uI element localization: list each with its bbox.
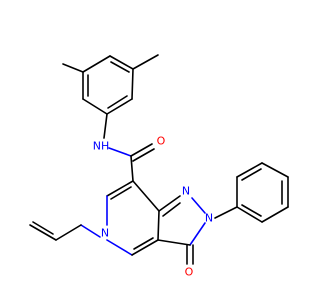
label-pyrazole-n1: N bbox=[182, 185, 190, 198]
bond-pyr-d2 bbox=[133, 237, 154, 250]
bond-methyl-right bbox=[132, 54, 159, 70]
bond-carbonyl-o-b bbox=[132, 148, 155, 162]
bond-pyr-a bbox=[106, 180, 134, 197]
label-amide-o: O bbox=[157, 135, 166, 148]
bond-allyl-b2 bbox=[32, 221, 54, 235]
bond-ring1-b bbox=[109, 55, 134, 70]
bond-ring1-b2 bbox=[110, 61, 130, 73]
bond-ring1-d bbox=[106, 98, 133, 115]
bond-pz-d bbox=[157, 239, 191, 246]
bond-pz-c bbox=[189, 222, 206, 246]
bond-ring1-c bbox=[131, 68, 134, 100]
bond-ph-f bbox=[236, 206, 263, 223]
bond-carbonyl-core bbox=[130, 155, 134, 182]
bond-ring-nh bbox=[103, 113, 108, 139]
bond-allyl-a bbox=[55, 224, 82, 241]
bond-ph-f2 bbox=[241, 204, 262, 217]
bond-pyr-d bbox=[131, 239, 159, 256]
bond-pyr-f bbox=[132, 180, 160, 212]
bond-ring1-e bbox=[82, 98, 108, 115]
bond-methyl-top bbox=[62, 63, 84, 73]
bond-pyr-c bbox=[106, 239, 133, 256]
label-pyrazole-n2: N bbox=[205, 212, 213, 225]
bond-ph-c bbox=[261, 162, 289, 178]
bond-pyr-e bbox=[157, 210, 160, 241]
bond-allyl-b bbox=[29, 224, 57, 241]
bond-pyr-a2 bbox=[110, 186, 132, 200]
bond-pz-b bbox=[191, 197, 206, 214]
label-amide-nh: NH bbox=[93, 140, 110, 153]
chemical-structure-diagram: NH O N N N O bbox=[29, 54, 289, 279]
atom-labels: NH O N N N O bbox=[93, 135, 213, 279]
bond-ring1-a bbox=[82, 55, 111, 73]
bond-ph-b2 bbox=[241, 168, 262, 181]
bond-n-allyl bbox=[80, 224, 101, 238]
bond-pz-a bbox=[158, 195, 181, 212]
bond-carbonyl-o-a bbox=[130, 143, 153, 157]
bond-n-phenyl bbox=[214, 206, 238, 219]
label-pyridine-n: N bbox=[101, 227, 109, 240]
bond-nh-carbonyl bbox=[108, 147, 132, 157]
bond-pz-a2 bbox=[162, 202, 181, 217]
bond-ring1-d2 bbox=[107, 95, 128, 109]
label-ketone-o: O bbox=[185, 266, 194, 279]
bond-ph-e bbox=[261, 206, 289, 223]
bond-ph-b bbox=[236, 162, 263, 178]
bonds bbox=[29, 54, 289, 265]
